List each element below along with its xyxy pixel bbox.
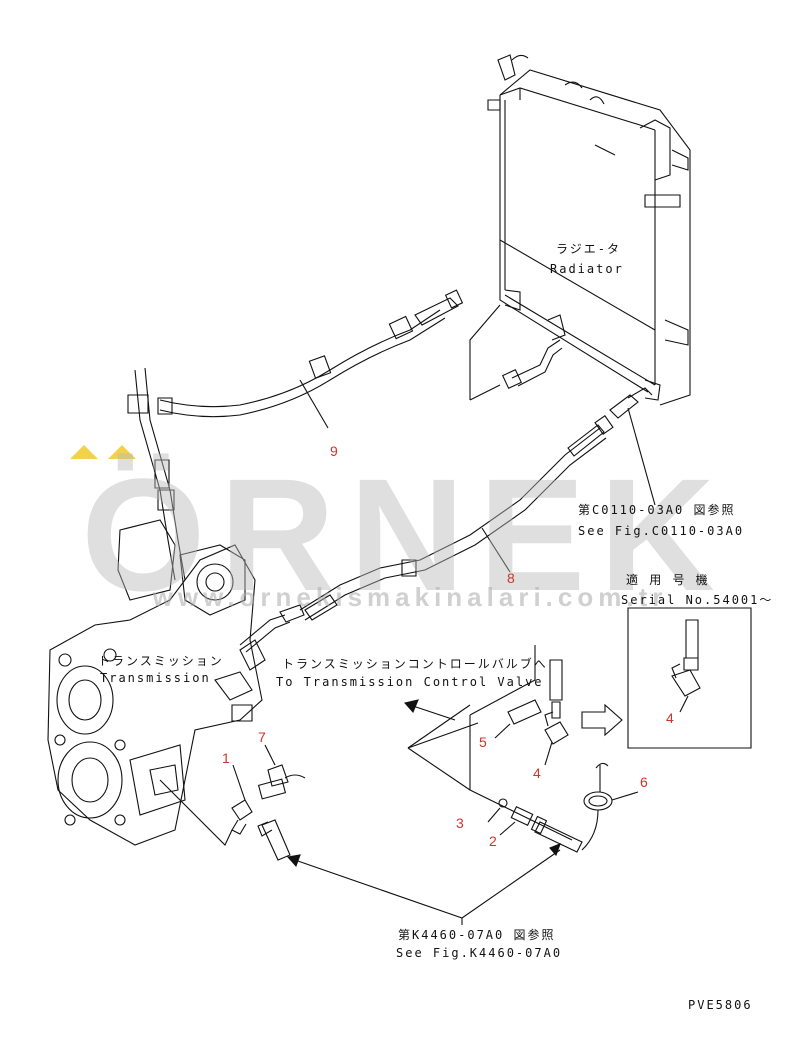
callout-8: 8 (507, 570, 515, 586)
callout-9: 9 (330, 443, 338, 459)
control-valve-guide (405, 645, 572, 840)
control-valve-label-jp: トランスミッションコントロールバルブへ (282, 657, 548, 671)
transmission-drawing (48, 520, 304, 845)
serial-inset-box (628, 608, 751, 748)
watermark-url: www.ornekismakinalari.com.tr (152, 582, 668, 612)
watermark-accent-left (70, 445, 98, 459)
transmission-label-en: Transmission (100, 671, 211, 685)
fig-k4460-label-en: See Fig.K4460-07A0 (396, 946, 563, 960)
fig-k4460-label-jp: 第K4460-07A0 図参照 (398, 928, 556, 942)
radiator-label-en: Radiator (550, 262, 624, 276)
part-7 (259, 745, 305, 799)
callout-3: 3 (456, 815, 464, 831)
watermark-accent-right (108, 445, 136, 459)
fig-c0110-label-en: See Fig.C0110-03A0 (578, 524, 745, 538)
callout-4-main: 4 (533, 765, 541, 781)
serial-label-en: Serial No.54001～ (621, 593, 774, 607)
callout-6: 6 (640, 774, 648, 790)
transmission-label-jp: トランスミッション (98, 654, 224, 668)
radiator-lower-pipe (503, 340, 562, 388)
callout-1: 1 (222, 750, 230, 766)
part-1 (160, 765, 252, 845)
part-adapter (258, 820, 560, 918)
callout-4-inset: 4 (666, 710, 674, 726)
hose-8 (300, 388, 652, 620)
part-2-3 (488, 799, 582, 852)
part-6 (582, 763, 638, 850)
callout-2: 2 (489, 833, 497, 849)
callout-7: 7 (258, 729, 266, 745)
radiator-label-jp: ラジエ-タ (556, 242, 621, 256)
hose-9 (128, 290, 462, 580)
serial-label-jp: 適 用 号 機 (626, 573, 710, 587)
control-valve-label-en: To Transmission Control Valve (276, 675, 544, 689)
part-4-5 (495, 660, 568, 765)
drawing-code: PVE5806 (688, 998, 753, 1012)
watermark-brand: ÖRNEK (81, 445, 729, 624)
callout-5: 5 (479, 734, 487, 750)
fig-c0110-label-jp: 第C0110-03A0 図参照 (578, 503, 736, 517)
radiator-drawing (488, 55, 690, 405)
